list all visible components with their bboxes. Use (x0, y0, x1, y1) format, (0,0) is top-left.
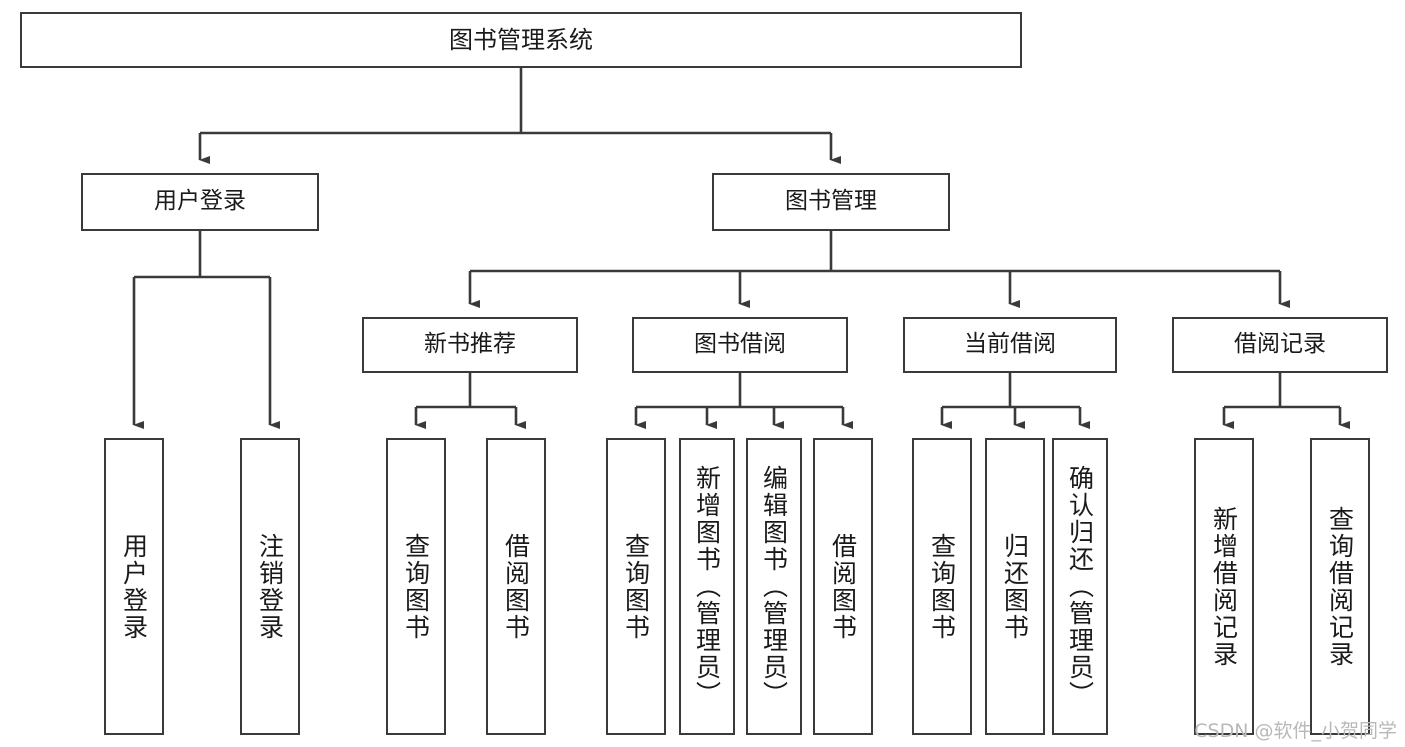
node-leaf-query-book-1[interactable]: 查询图书 (386, 438, 446, 735)
node-leaf-query-book-3-label: 查询图书 (927, 532, 957, 641)
node-leaf-query-book-3[interactable]: 查询图书 (912, 438, 972, 735)
node-leaf-add-book[interactable]: 新增图书（管理员） (679, 438, 735, 735)
node-book-manage-label: 图书管理 (785, 188, 877, 215)
node-borrow-record[interactable]: 借阅记录 (1172, 317, 1388, 373)
node-new-book-recommend-label: 新书推荐 (424, 331, 516, 358)
node-leaf-add-record-label: 新增借阅记录 (1209, 505, 1239, 668)
node-borrow-record-label: 借阅记录 (1234, 331, 1326, 358)
node-book-borrow[interactable]: 图书借阅 (632, 317, 848, 373)
node-user-login[interactable]: 用户登录 (81, 173, 319, 231)
node-leaf-query-book-2-label: 查询图书 (621, 532, 651, 641)
node-root[interactable]: 图书管理系统 (20, 12, 1022, 68)
node-leaf-user-login-label: 用户登录 (119, 532, 149, 641)
node-root-label: 图书管理系统 (449, 25, 593, 54)
node-leaf-query-book-2[interactable]: 查询图书 (606, 438, 666, 735)
node-leaf-edit-book[interactable]: 编辑图书（管理员） (746, 438, 802, 735)
node-leaf-user-logout[interactable]: 注销登录 (240, 438, 300, 735)
node-leaf-confirm-return[interactable]: 确认归还（管理员） (1052, 438, 1108, 735)
node-book-manage[interactable]: 图书管理 (712, 173, 950, 231)
node-leaf-borrow-book-2-label: 借阅图书 (828, 532, 858, 641)
node-leaf-add-book-label: 新增图书（管理员） (692, 465, 722, 708)
node-current-borrow-label: 当前借阅 (964, 331, 1056, 358)
node-leaf-query-record[interactable]: 查询借阅记录 (1310, 438, 1370, 735)
node-leaf-borrow-book-2[interactable]: 借阅图书 (813, 438, 873, 735)
node-leaf-return-book-label: 归还图书 (1000, 532, 1030, 641)
node-leaf-borrow-book-1-label: 借阅图书 (501, 532, 531, 641)
node-leaf-query-record-label: 查询借阅记录 (1325, 505, 1355, 668)
node-leaf-confirm-return-label: 确认归还（管理员） (1065, 465, 1095, 708)
node-leaf-add-record[interactable]: 新增借阅记录 (1194, 438, 1254, 735)
node-leaf-return-book[interactable]: 归还图书 (985, 438, 1045, 735)
node-new-book-recommend[interactable]: 新书推荐 (362, 317, 578, 373)
node-book-borrow-label: 图书借阅 (694, 331, 786, 358)
node-leaf-user-login[interactable]: 用户登录 (104, 438, 164, 735)
node-leaf-user-logout-label: 注销登录 (255, 532, 285, 641)
node-leaf-borrow-book-1[interactable]: 借阅图书 (486, 438, 546, 735)
node-leaf-edit-book-label: 编辑图书（管理员） (759, 465, 789, 708)
node-user-login-label: 用户登录 (154, 188, 246, 215)
node-leaf-query-book-1-label: 查询图书 (401, 532, 431, 641)
node-current-borrow[interactable]: 当前借阅 (903, 317, 1117, 373)
csdn-watermark: CSDN @软件_小贺同学 (1194, 720, 1397, 742)
